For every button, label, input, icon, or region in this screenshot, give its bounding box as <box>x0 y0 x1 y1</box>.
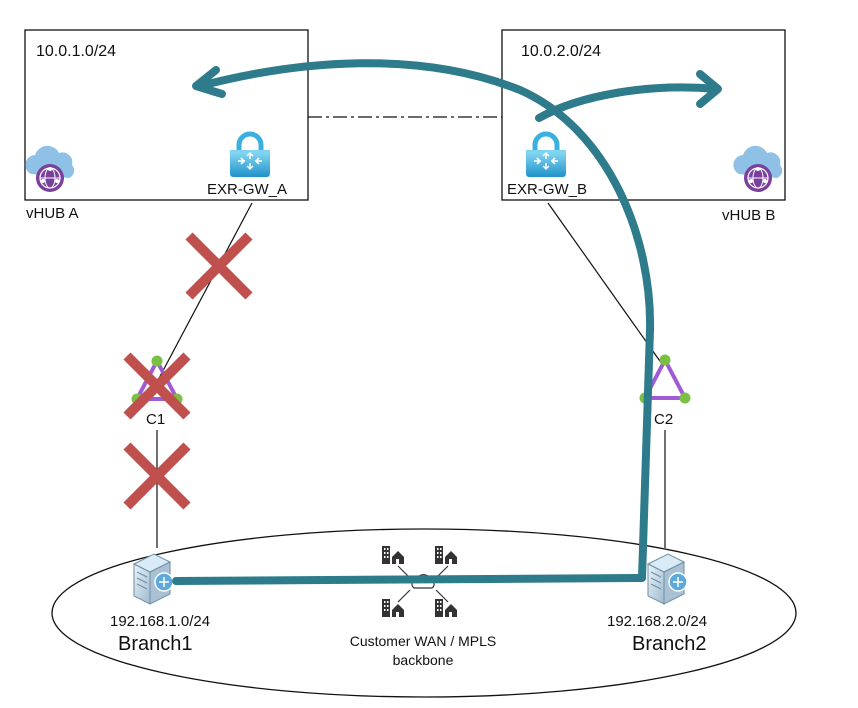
exr-gw-b-lock-icon <box>526 134 566 177</box>
office-building-icon <box>382 546 404 564</box>
branch2-server-icon <box>647 553 688 605</box>
vhub-b-icon <box>732 145 783 193</box>
hub-a-name: vHUB A <box>26 205 79 222</box>
traffic-path <box>172 59 722 585</box>
office-building-icon <box>435 546 457 564</box>
branch1-subnet: 192.168.1.0/24 <box>110 613 210 630</box>
wan-label-line1: Customer WAN / MPLS <box>350 633 497 649</box>
arrow-head-hub-b <box>696 70 722 108</box>
branch1-name: Branch1 <box>118 633 193 655</box>
hub-b-subnet: 10.0.2.0/24 <box>521 43 601 60</box>
exr-gw-a-lock-icon <box>230 134 270 177</box>
wan-cloud-icon <box>397 565 449 603</box>
office-building-icon <box>382 599 404 617</box>
hub-a-box <box>24 29 309 201</box>
circuit-c2-label: C2 <box>654 411 673 428</box>
arrow-head-hub-a <box>192 66 226 98</box>
wan-label-line2: backbone <box>393 652 454 668</box>
wan-ellipse <box>51 528 797 698</box>
office-building-icon <box>435 599 457 617</box>
branch1-server-icon <box>133 553 174 605</box>
hub-b-name: vHUB B <box>722 207 775 224</box>
blocked-x-icon <box>189 236 249 296</box>
hub-b-box <box>501 29 786 201</box>
branch-to-branch-path <box>172 574 646 585</box>
branch2-name: Branch2 <box>632 633 707 655</box>
link-gwa-c1 <box>156 202 253 383</box>
hub-a-subnet: 10.0.1.0/24 <box>36 43 116 60</box>
gateway-a-label: EXR-GW_A <box>207 181 287 198</box>
path-to-hub-a <box>196 59 655 582</box>
link-gwb-c2 <box>547 202 663 365</box>
gateway-b-label: EXR-GW_B <box>507 181 587 198</box>
vhub-a-icon <box>24 145 75 193</box>
branch2-subnet: 192.168.2.0/24 <box>607 613 707 630</box>
circuit-c1-label: C1 <box>146 411 165 428</box>
path-to-hub-b <box>535 83 720 122</box>
